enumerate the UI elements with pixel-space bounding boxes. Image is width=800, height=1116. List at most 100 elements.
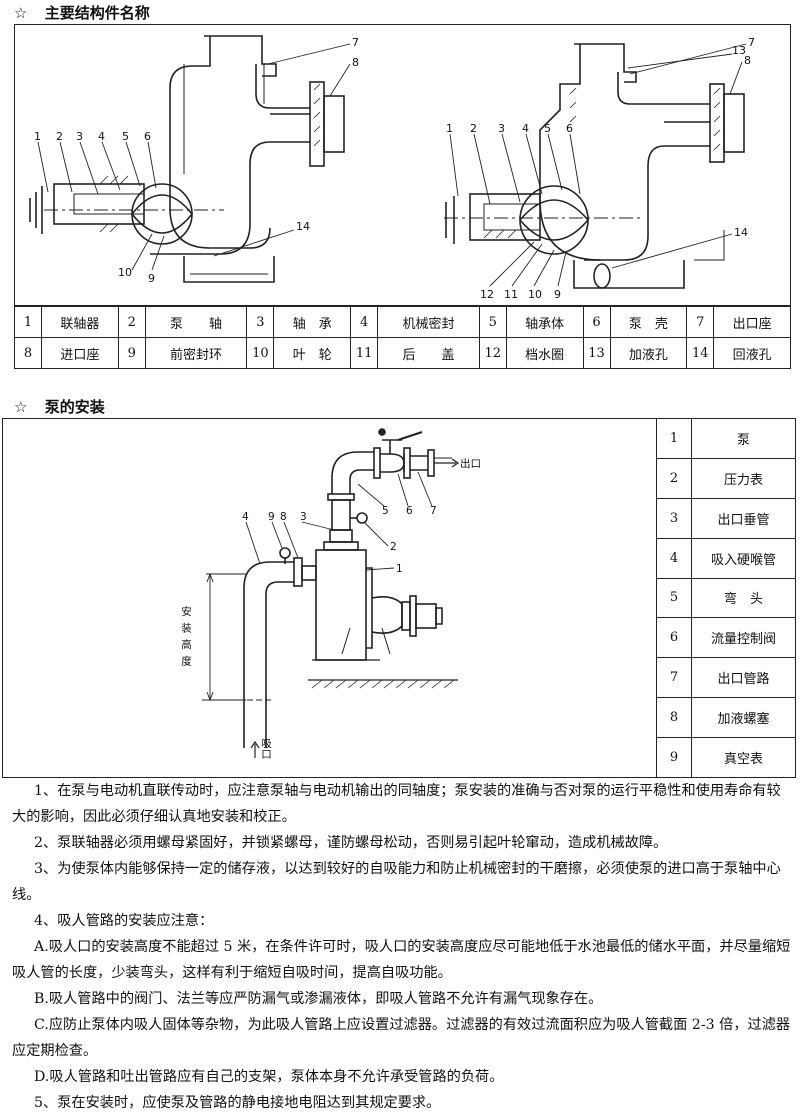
part-name: 档水圈 <box>505 337 584 369</box>
callout-left-5: 5 <box>122 130 129 143</box>
legend-name: 出口管路 <box>691 657 796 699</box>
legend-name: 流量控制阀 <box>691 617 796 659</box>
callout-right-6: 6 <box>566 122 573 135</box>
part-no: 9 <box>117 337 146 369</box>
section-title: 泵的安装 <box>44 398 105 416</box>
part-no: 8 <box>14 337 42 369</box>
section-title: 主要结构件名称 <box>44 4 150 22</box>
part-no: 7 <box>686 306 715 338</box>
legend-name: 吸入硬喉管 <box>691 537 796 579</box>
suction-label: 吸口 <box>260 738 272 759</box>
note-1: 1、在泵与电动机直联传动时，应注意泵轴与电动机输出的同轴度；泵安装的准确与否对泵… <box>12 783 781 825</box>
part-name: 出口座 <box>713 306 791 338</box>
note-2: 2、泵联轴器必须用螺母紧固好，并锁紧螺母，谨防螺母松动，否则易引起叶轮窜动，造成… <box>34 835 668 851</box>
legend-no: 6 <box>656 617 692 659</box>
part-name: 回液孔 <box>713 337 791 369</box>
section-header-structure: ☆ 主要结构件名称 <box>14 2 150 23</box>
callout-left-10: 10 <box>118 266 132 279</box>
note-4c: C.应防止泵体内吸人固体等杂物，为此吸人管路上应设置过滤器。过滤器的有效过流面积… <box>12 1017 791 1059</box>
callout-right-12: 12 <box>480 288 494 301</box>
callout-right-14: 14 <box>734 226 748 239</box>
callout-right-8: 8 <box>744 54 751 67</box>
callout-left-7: 7 <box>352 36 359 49</box>
callout-left-8: 8 <box>352 56 359 69</box>
legend-name: 弯 头 <box>691 577 796 619</box>
part-no: 1 <box>14 306 42 338</box>
callout-left-4: 4 <box>98 130 105 143</box>
legend-name: 真空表 <box>691 737 796 778</box>
section-header-installation: ☆ 泵的安装 <box>14 396 105 417</box>
callout-right-2: 2 <box>470 122 477 135</box>
part-name: 联轴器 <box>41 306 119 338</box>
part-name: 机械密封 <box>377 306 480 338</box>
callout-right-10: 10 <box>528 288 542 301</box>
callout-right-1: 1 <box>446 122 453 135</box>
callout-right-7: 7 <box>748 36 755 49</box>
callout-left-14: 14 <box>296 220 310 233</box>
install-callout-3: 3 <box>300 511 307 523</box>
install-callout-5: 5 <box>382 505 389 517</box>
install-callout-8: 8 <box>280 511 287 523</box>
part-no: 4 <box>350 306 379 338</box>
installation-drawing: 4 9 8 3 1 2 5 6 7 出口 安装高度 吸口 <box>180 428 481 759</box>
note-4a: A.吸人口的安装高度不能超过 5 米，在条件许可时，吸人口的安装高度应尽可能地低… <box>12 939 791 981</box>
part-no: 12 <box>478 337 507 369</box>
legend-no: 9 <box>656 737 692 778</box>
legend-no: 1 <box>656 418 692 459</box>
part-no: 11 <box>350 337 379 369</box>
callout-left-6: 6 <box>144 130 151 143</box>
part-name: 泵 轴 <box>144 306 248 338</box>
install-callout-7: 7 <box>430 505 437 517</box>
note-4: 4、吸人管路的安装应注意： <box>34 913 214 929</box>
install-callout-4: 4 <box>242 511 249 523</box>
legend-no: 2 <box>656 457 692 499</box>
star-icon: ☆ <box>14 4 28 22</box>
part-name: 加液孔 <box>609 337 688 369</box>
legend-name: 泵 <box>691 418 796 459</box>
callout-left-9: 9 <box>148 272 155 285</box>
note-4d: D.吸人管路和吐出管路应有自己的支架，泵体本身不允许承受管路的负荷。 <box>34 1069 504 1085</box>
part-no: 3 <box>246 306 275 338</box>
callout-right-13: 13 <box>732 44 746 57</box>
callout-left-3: 3 <box>76 130 83 143</box>
callout-right-11: 11 <box>504 288 518 301</box>
callout-right-5: 5 <box>544 122 551 135</box>
star-icon: ☆ <box>14 398 28 416</box>
note-4b: B.吸人管路中的阀门、法兰等应严防漏气或渗漏液体，即吸人管路不允许有漏气现象存在… <box>34 991 603 1007</box>
part-name: 泵 壳 <box>609 306 688 338</box>
installation-callout-numbers: 4 9 8 3 1 2 5 6 7 <box>242 505 437 575</box>
legend-no: 3 <box>656 497 692 539</box>
callout-right-9: 9 <box>554 288 561 301</box>
part-name: 轴承体 <box>505 306 584 338</box>
pump-structure-drawing: 1 2 3 4 5 6 7 8 9 10 14 1 2 3 4 5 6 7 8 … <box>29 35 755 301</box>
callout-left-2: 2 <box>56 130 63 143</box>
note-5: 5、泵在安装时，应使泵及管路的静电接地电阻达到其规定要求。 <box>34 1095 441 1111</box>
structure-drawing-frame <box>14 24 791 306</box>
install-callout-2: 2 <box>390 541 397 553</box>
legend-no: 5 <box>656 577 692 619</box>
install-callout-9: 9 <box>268 511 275 523</box>
part-no: 14 <box>686 337 715 369</box>
outlet-label: 出口 <box>460 457 481 470</box>
part-name: 进口座 <box>41 337 119 369</box>
part-no: 13 <box>582 337 611 369</box>
legend-name: 压力表 <box>691 457 796 499</box>
note-3: 3、为使泵体内能够保持一定的储存液，以达到较好的自吸能力和防止机械密封的干磨擦，… <box>12 861 781 903</box>
install-callout-6: 6 <box>406 505 413 517</box>
installation-drawing-frame <box>2 418 796 778</box>
install-callout-1: 1 <box>396 563 403 575</box>
part-name: 后 盖 <box>377 337 480 369</box>
part-name: 前密封环 <box>144 337 248 369</box>
part-no: 6 <box>582 306 611 338</box>
